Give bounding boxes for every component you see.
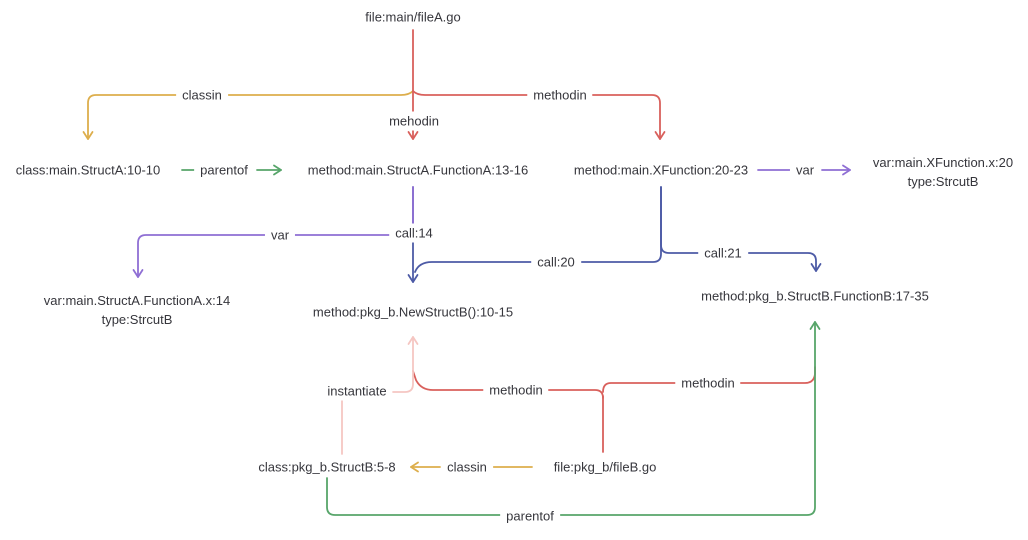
edge-call20-xfunction-to-newStructB xyxy=(414,186,662,273)
edge-label-methodin-newstructb: methodin xyxy=(483,380,549,400)
edge-label-parentof-bottom: parentof xyxy=(500,506,560,526)
edge-label-call21: call:21 xyxy=(698,243,748,263)
node-var-main-functionA-x-line2: type:StrcutB xyxy=(101,312,173,327)
node-class-pkgb-structb: class:pkg_b.StructB:5-8 xyxy=(258,459,396,475)
edge-label-classin-top: classin xyxy=(176,85,228,105)
edge-label-var-right: var xyxy=(789,160,821,180)
node-var-main-xfunction-x: var:main.XFunction.x:20 type:StrcutB xyxy=(873,153,1013,191)
node-method-main-xfunction: method:main.XFunction:20-23 xyxy=(573,162,749,178)
edge-label-methodin-top: methodin xyxy=(527,85,593,105)
node-file-main-fileA: file:main/fileA.go xyxy=(365,9,461,25)
edge-label-var-left: var xyxy=(264,225,296,245)
edge-label-parentof-mid: parentof xyxy=(194,160,254,180)
node-method-pkgb-newstructb: method:pkg_b.NewStructB():10-15 xyxy=(312,304,514,320)
edge-label-classin-bottom: classin xyxy=(441,457,493,477)
edge-methodin-fileB-to-newStructB xyxy=(412,370,604,399)
node-method-main-structA-functionA: method:main.StructA.FunctionA:13-16 xyxy=(307,162,529,178)
edge-label-methodin-functionb: methodin xyxy=(675,373,741,393)
node-var-main-functionA-x: var:main.StructA.FunctionA.x:14 type:Str… xyxy=(44,291,230,329)
edge-label-call14: call:14 xyxy=(389,223,439,243)
node-var-main-xfunction-x-line2: type:StrcutB xyxy=(907,174,979,189)
edge-label-call20: call:20 xyxy=(531,252,581,272)
edge-label-instantiate: instantiate xyxy=(321,381,393,401)
node-var-main-xfunction-x-line1: var:main.XFunction.x:20 xyxy=(872,155,1014,170)
node-file-pkgb-fileb: file:pkg_b/fileB.go xyxy=(553,459,657,475)
edge-methodin-fileA-to-xfunction xyxy=(412,90,666,140)
node-class-main-structA: class:main.StructA:10-10 xyxy=(15,162,161,178)
node-method-pkgb-structb-functionb: method:pkg_b.StructB.FunctionB:17-35 xyxy=(701,288,929,304)
edge-classin-fileA-to-structA xyxy=(82,90,414,140)
edge-label-mehodin: mehodin xyxy=(383,111,445,131)
edge-parentof-structB-to-functionB xyxy=(326,321,821,516)
node-var-main-functionA-x-line1: var:main.StructA.FunctionA.x:14 xyxy=(43,293,231,308)
